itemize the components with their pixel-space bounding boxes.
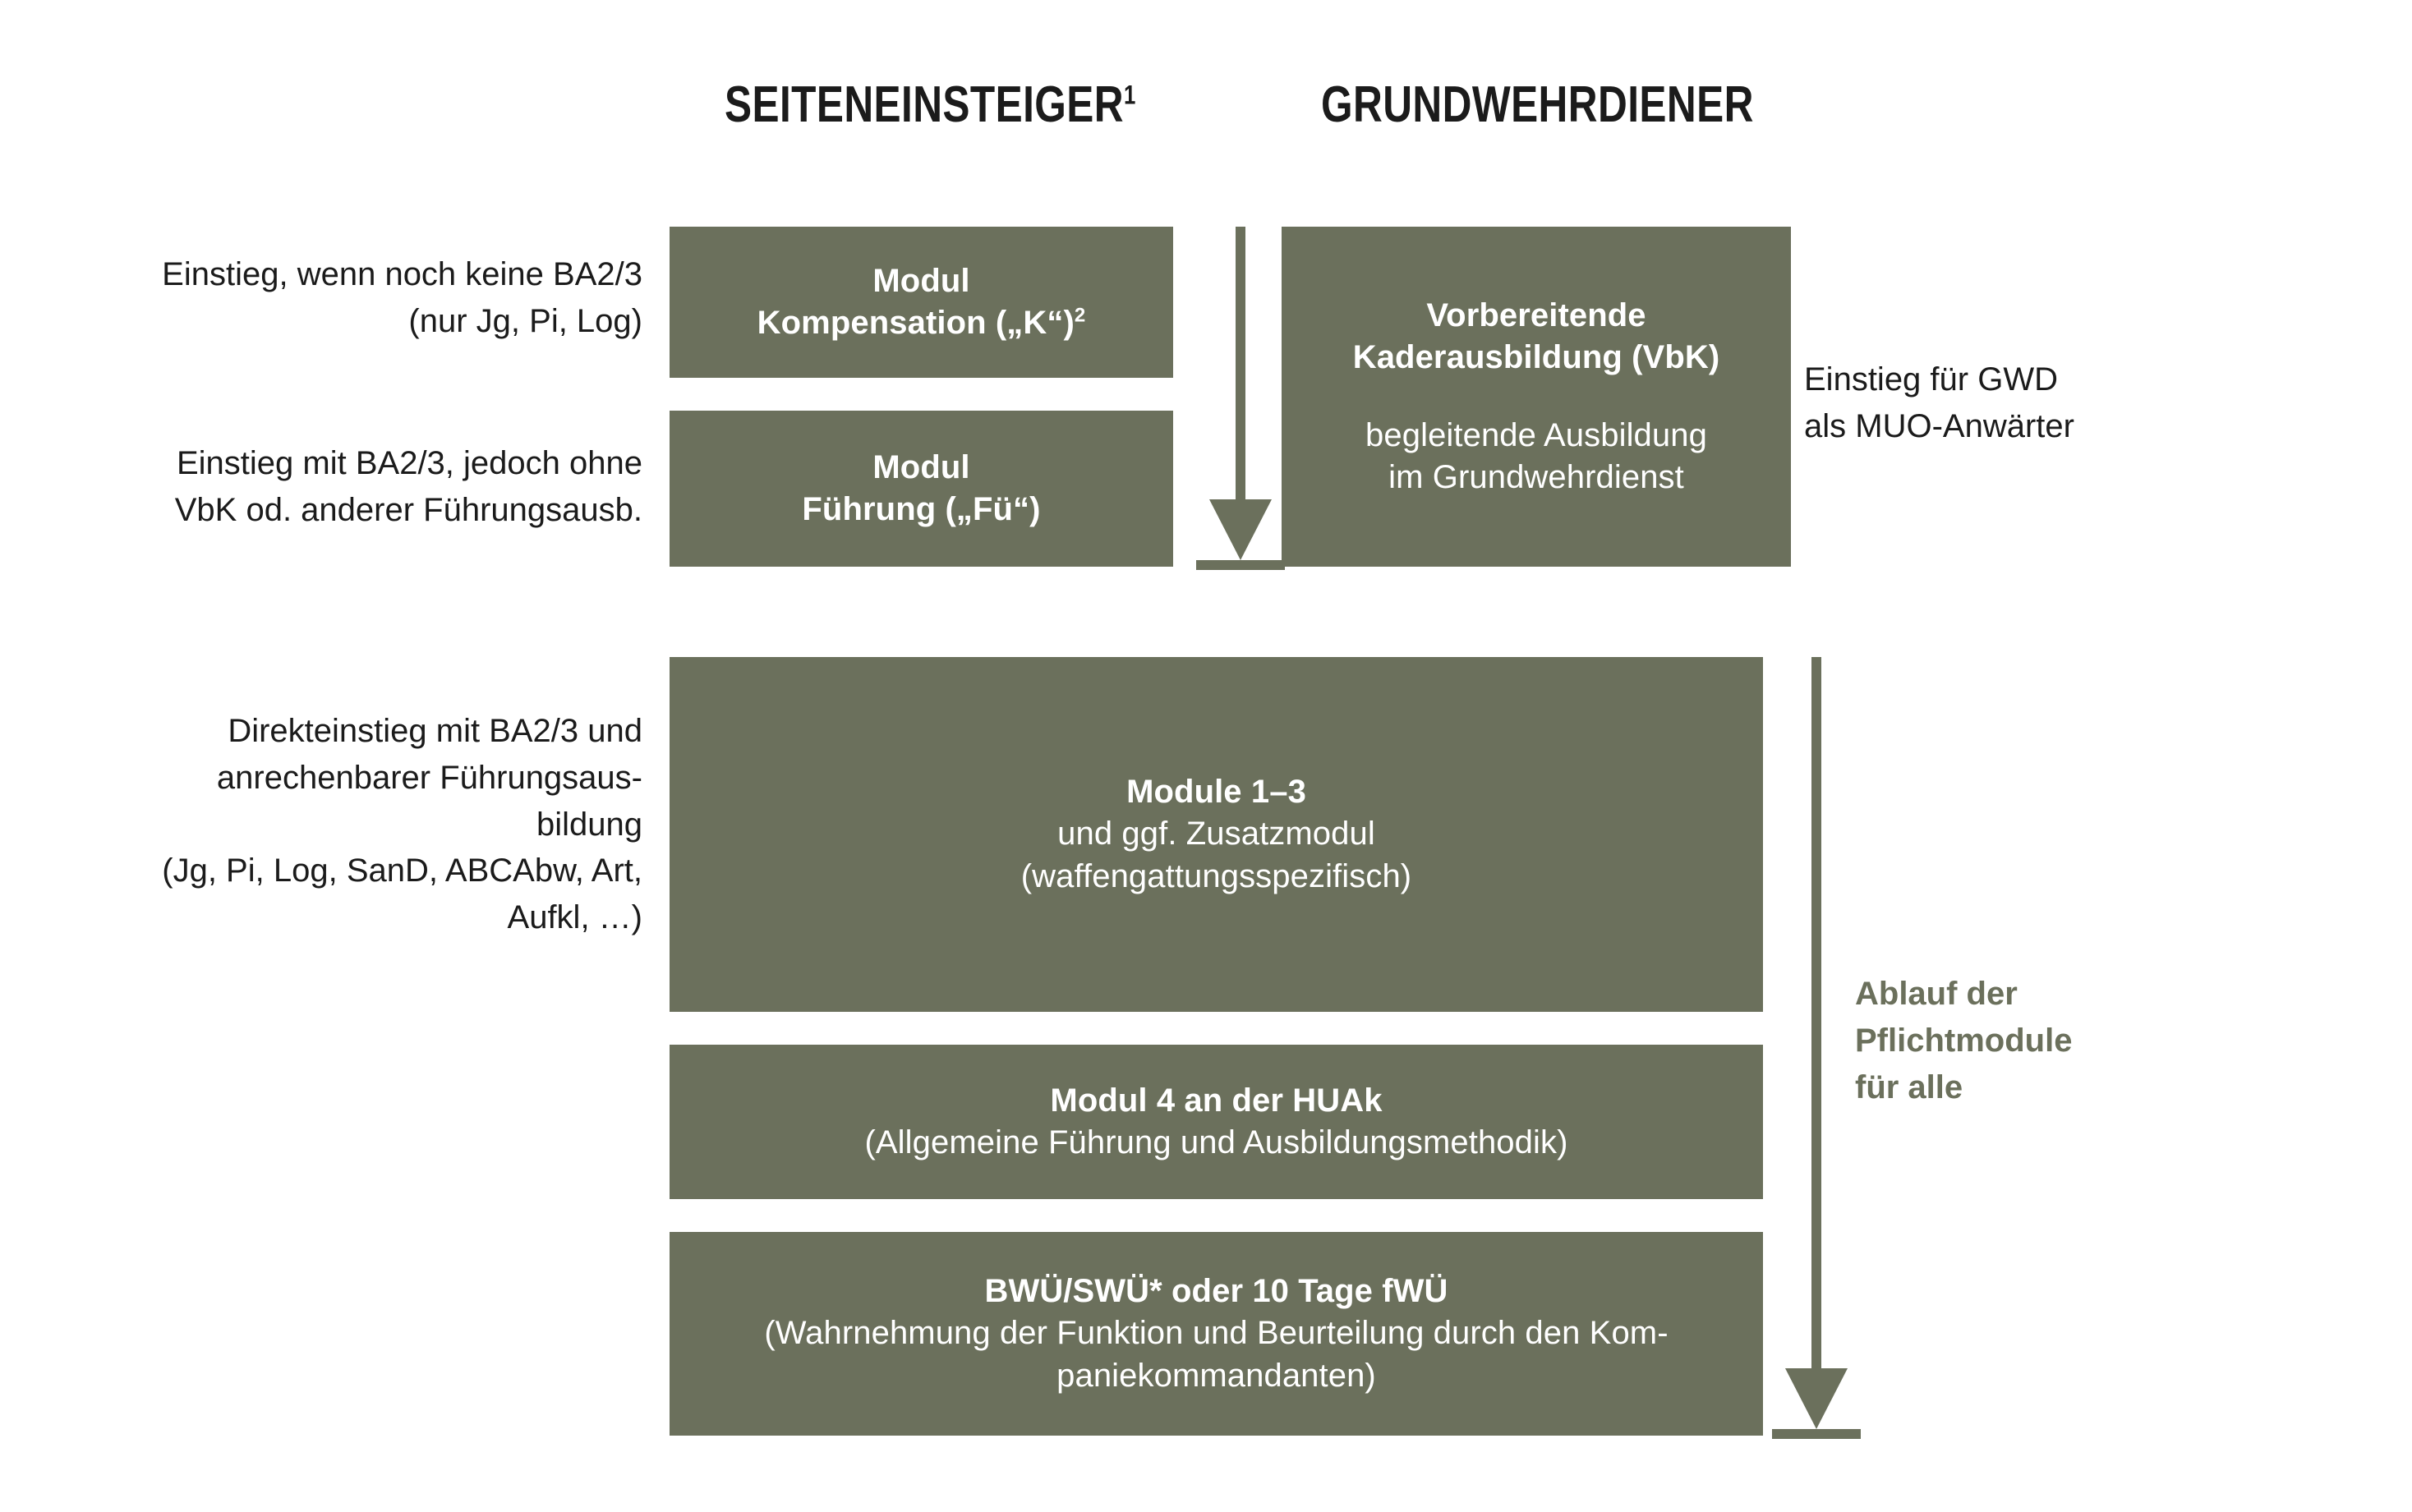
note-direct-entry-line5: Aufkl, …)	[507, 899, 642, 936]
arrow-down-pflichtmodule-head	[1785, 1368, 1848, 1429]
note-gwd-entry-line1: Einstieg für GWD	[1804, 361, 2058, 398]
note-direct-entry-line3: bildung	[536, 806, 642, 843]
box-modul-kompensation-title-line2: Kompensation („K“)2	[757, 302, 1086, 344]
column-header-seiteneinsteiger: SEITENEINSTEIGER1	[725, 76, 1136, 134]
box-vbk-title-line1: Vorbereitende	[1426, 296, 1646, 333]
note-gwd-entry-line2: als MUO-Anwärter	[1804, 407, 2074, 444]
box-bwue-swue-sub-line2: paniekommandanten)	[1056, 1357, 1376, 1394]
arrow-down-seiteneinsteiger-shaft	[1236, 227, 1245, 499]
arrow-down-pflichtmodule	[1763, 657, 1870, 1439]
column-header-grundwehrdiener-label: GRUNDWEHRDIENER	[1321, 76, 1754, 133]
note-direct-entry-line4: (Jg, Pi, Log, SanD, ABCAbw, Art,	[162, 853, 642, 889]
box-modul-4-huak-title: Modul 4 an der HUAk	[1050, 1082, 1383, 1119]
footnote-marker-1: 1	[1123, 80, 1136, 110]
box-vbk-sub-line2: im Grundwehrdienst	[1388, 459, 1684, 496]
column-header-grundwehrdiener: GRUNDWEHRDIENER	[1321, 76, 1754, 134]
box-modul-fuehrung-title-line2: Führung („Fü“)	[802, 491, 1041, 527]
box-bwue-swue-sub-line1: (Wahrnehmung der Funktion und Beurteilun…	[764, 1315, 1669, 1352]
box-module-1-3-title: Module 1–3	[1126, 774, 1306, 811]
box-bwue-swue-title: BWÜ/SWÜ* oder 10 Tage fWÜ	[984, 1273, 1448, 1310]
note-entry-with-ba-line1: Einstieg mit BA2/3, jedoch ohne	[176, 445, 642, 481]
box-vorbereitende-kaderausbildung: Vorbereitende Kaderausbildung (VbK) begl…	[1282, 227, 1791, 567]
note-mandatory-module-flow-line1: Ablauf der	[1855, 976, 2018, 1012]
arrow-down-seiteneinsteiger-base	[1196, 560, 1285, 570]
arrow-down-pflichtmodule-base	[1772, 1429, 1861, 1439]
box-modul-fuehrung: Modul Führung („Fü“)	[670, 411, 1173, 567]
note-entry-with-ba: Einstieg mit BA2/3, jedoch ohne VbK od. …	[49, 440, 642, 534]
note-direct-entry-line2: anrechenbarer Führungsaus-	[216, 759, 642, 796]
arrow-down-seiteneinsteiger	[1183, 227, 1298, 570]
box-vbk-sub-line1: begleitende Ausbildung	[1365, 417, 1707, 453]
note-mandatory-module-flow: Ablauf der Pflichtmodule für alle	[1855, 971, 2282, 1110]
column-header-seiteneinsteiger-label: SEITENEINSTEIGER	[725, 76, 1124, 133]
note-entry-without-ba: Einstieg, wenn noch keine BA2/3 (nur Jg,…	[49, 251, 642, 345]
box-modul-kompensation-title-line2-text: Kompensation („K“)	[757, 305, 1075, 341]
note-direct-entry: Direkteinstieg mit BA2/3 und anrechenbar…	[49, 708, 642, 941]
arrow-down-seiteneinsteiger-head	[1209, 499, 1272, 560]
note-direct-entry-line1: Direkteinstieg mit BA2/3 und	[228, 713, 642, 749]
box-modul-kompensation: Modul Kompensation („K“)2	[670, 227, 1173, 378]
box-modul-4-huak: Modul 4 an der HUAk (Allgemeine Führung …	[670, 1045, 1763, 1199]
box-module-1-3: Module 1–3 und ggf. Zusatzmodul (waffeng…	[670, 657, 1763, 1012]
note-entry-with-ba-line2: VbK od. anderer Führungsausb.	[174, 491, 642, 528]
box-vbk-title-line2: Kaderausbildung (VbK)	[1352, 338, 1720, 375]
arrow-down-pflichtmodule-shaft	[1811, 657, 1821, 1368]
note-entry-without-ba-line1: Einstieg, wenn noch keine BA2/3	[162, 256, 642, 292]
note-mandatory-module-flow-line2: Pflichtmodule	[1855, 1022, 2073, 1059]
box-modul-fuehrung-title-line1: Modul	[872, 448, 970, 485]
footnote-marker-2: 2	[1074, 304, 1086, 327]
box-modul-4-huak-sub-line1: (Allgemeine Führung und Ausbildungsmetho…	[864, 1124, 1568, 1160]
box-bwue-swue: BWÜ/SWÜ* oder 10 Tage fWÜ (Wahrnehmung d…	[670, 1232, 1763, 1436]
note-entry-without-ba-line2: (nur Jg, Pi, Log)	[408, 302, 642, 339]
box-module-1-3-sub-line1: und ggf. Zusatzmodul	[1057, 816, 1375, 853]
box-module-1-3-sub-line2: (waffengattungsspezifisch)	[1020, 857, 1412, 894]
note-gwd-entry: Einstieg für GWD als MUO-Anwärter	[1804, 356, 2264, 450]
box-modul-kompensation-title-line1: Modul	[872, 262, 970, 299]
note-mandatory-module-flow-line3: für alle	[1855, 1069, 1963, 1105]
